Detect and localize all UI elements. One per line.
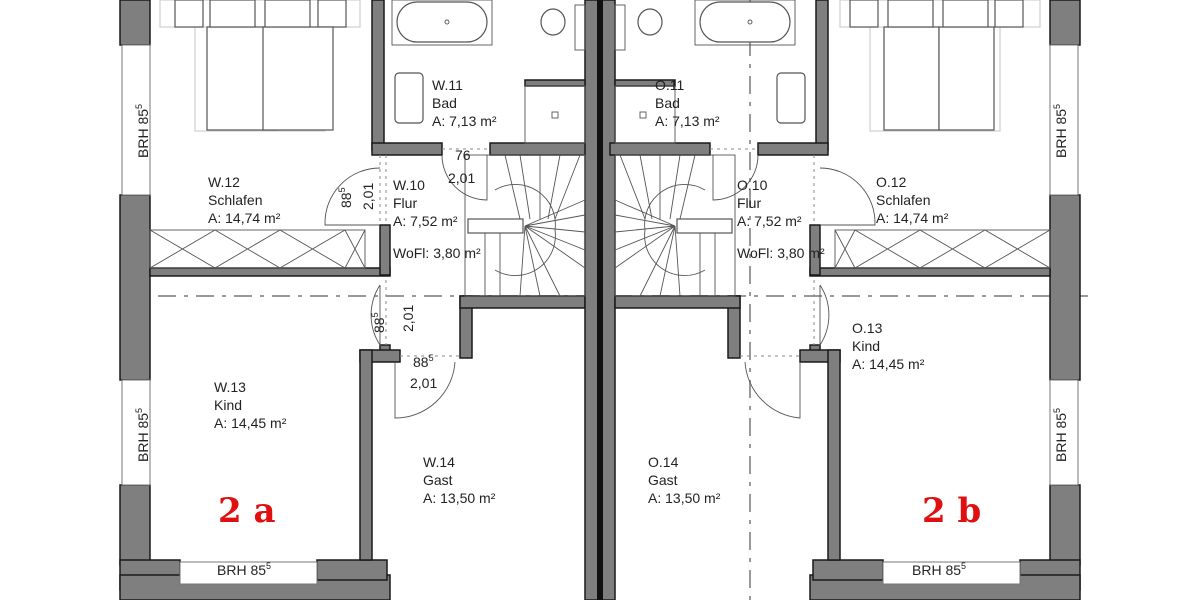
svg-text:W.13: W.13	[214, 379, 246, 395]
bath-right	[614, 0, 806, 144]
bed-right	[839, 0, 1041, 132]
svg-text:O.12: O.12	[876, 174, 907, 190]
wardrobe-left	[149, 229, 366, 269]
room-o13: O.13 Kind A: 14,45 m²	[852, 320, 925, 372]
room-w12: W.12 Schlafen A: 14,74 m²	[208, 174, 281, 226]
svg-text:WoFl: 3,80 m²: WoFl: 3,80 m²	[737, 245, 825, 261]
svg-text:A: 14,74 m²: A: 14,74 m²	[876, 210, 949, 226]
svg-text:Schlafen: Schlafen	[876, 192, 930, 208]
unit-label-2b: 2 b	[922, 491, 981, 531]
svg-text:A: 13,50 m²: A: 13,50 m²	[423, 490, 496, 506]
svg-text:W.14: W.14	[423, 454, 455, 470]
room-w11: W.11 Bad A: 7,13 m²	[432, 77, 497, 129]
svg-text:A: 7,13 m²: A: 7,13 m²	[655, 113, 720, 129]
svg-text:76: 76	[455, 147, 471, 163]
unit-right-walls	[609, 0, 1081, 600]
unit-label-2a: 2 a	[218, 491, 276, 531]
svg-text:2,01: 2,01	[360, 183, 376, 210]
svg-text:885: 885	[337, 187, 354, 208]
room-w13: W.13 Kind A: 14,45 m²	[214, 379, 287, 431]
svg-text:Schlafen: Schlafen	[208, 192, 262, 208]
svg-text:BRH 855: BRH 855	[217, 561, 271, 578]
door-dimensions: 76 2,01 885 2,01 885 2,01 885 2,01	[337, 147, 475, 391]
svg-text:A: 14,74 m²: A: 14,74 m²	[208, 210, 281, 226]
svg-text:A: 14,45 m²: A: 14,45 m²	[214, 415, 287, 431]
svg-text:BRH 855: BRH 855	[1052, 104, 1069, 158]
svg-text:2,01: 2,01	[400, 305, 416, 332]
doors	[324, 148, 876, 419]
svg-text:2,01: 2,01	[448, 170, 475, 186]
windows	[121, 44, 1079, 585]
svg-text:Flur: Flur	[393, 195, 417, 211]
svg-text:885: 885	[413, 353, 434, 370]
wardrobe-right	[834, 229, 1051, 269]
svg-text:Bad: Bad	[655, 95, 680, 111]
room-o11: O.11 Bad A: 7,13 m²	[655, 77, 720, 129]
svg-text:W.12: W.12	[208, 174, 240, 190]
room-o10: O.10 Flur A: 7,52 m² WoFl: 3,80 m²	[737, 177, 825, 261]
svg-text:Gast: Gast	[648, 472, 678, 488]
room-o14: O.14 Gast A: 13,50 m²	[648, 454, 721, 506]
svg-text:Kind: Kind	[852, 338, 880, 354]
svg-text:A: 14,45 m²: A: 14,45 m²	[852, 356, 925, 372]
room-w14: W.14 Gast A: 13,50 m²	[423, 454, 496, 506]
room-o12: O.12 Schlafen A: 14,74 m²	[876, 174, 949, 226]
svg-text:A: 7,52 m²: A: 7,52 m²	[737, 213, 802, 229]
stairs-right	[614, 154, 736, 297]
party-wall	[584, 0, 616, 600]
svg-text:2,01: 2,01	[410, 375, 437, 391]
svg-text:A: 7,13 m²: A: 7,13 m²	[432, 113, 497, 129]
svg-text:BRH 855: BRH 855	[134, 104, 151, 158]
svg-text:Bad: Bad	[432, 95, 457, 111]
svg-text:WoFl: 3,80 m²: WoFl: 3,80 m²	[393, 245, 481, 261]
svg-text:O.13: O.13	[852, 320, 883, 336]
svg-text:BRH 855: BRH 855	[912, 561, 966, 578]
svg-text:O.10: O.10	[737, 177, 768, 193]
svg-text:O.11: O.11	[655, 77, 685, 93]
svg-text:Kind: Kind	[214, 397, 242, 413]
bath-left	[391, 0, 586, 144]
svg-text:BRH 855: BRH 855	[134, 408, 151, 462]
svg-text:Gast: Gast	[423, 472, 453, 488]
room-w10: W.10 Flur A: 7,52 m² WoFl: 3,80 m²	[393, 177, 481, 261]
svg-text:A: 13,50 m²: A: 13,50 m²	[648, 490, 721, 506]
svg-text:W.11: W.11	[432, 77, 463, 93]
unit-left-walls	[119, 0, 591, 600]
svg-text:885: 885	[370, 312, 387, 333]
bed-left	[159, 0, 361, 132]
svg-text:O.14: O.14	[648, 454, 679, 470]
svg-text:A: 7,52 m²: A: 7,52 m²	[393, 213, 458, 229]
svg-text:BRH 855: BRH 855	[1052, 408, 1069, 462]
svg-text:Flur: Flur	[737, 195, 761, 211]
stairs-left	[464, 154, 586, 297]
svg-text:W.10: W.10	[393, 177, 425, 193]
window-labels: BRH 855 BRH 855 BRH 855 BRH 855 BRH 855 …	[134, 104, 1069, 578]
